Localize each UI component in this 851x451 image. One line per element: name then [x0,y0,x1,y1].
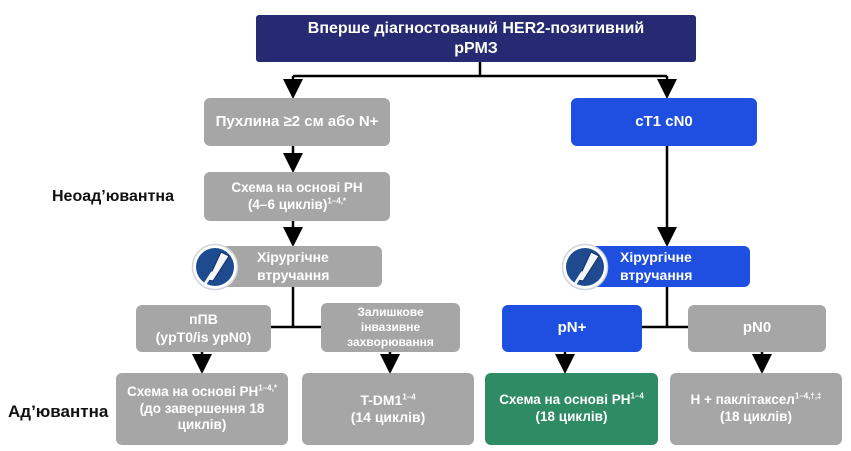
pcr-line2: (ypT0/is ypN0) [155,328,252,345]
pcr-box: пПВ (ypT0/is ypN0) [136,305,271,352]
pn-positive-box: pN+ [502,305,642,352]
pn0-scheme-line1-wrap: H + паклітаксел1–4,†,‡ [690,392,821,409]
scalpel-icon [561,243,609,291]
tumor-text: Пухлина ≥2 см або N+ [215,112,379,130]
neoadjuvant-scheme-sup: 1–4,* [327,196,347,205]
tdm1-text: T-DM1 [360,391,403,408]
side-label-neoadjuvant: Неоад’ювантна [52,188,174,205]
tdm1-box: T-DM11–4 (14 циклів) [302,373,474,445]
neoadjuvant-scheme-line1: Схема на основі PH [231,179,363,195]
pn-positive-scheme-box: Схема на основі PH1–4 (18 циклів) [485,373,658,445]
residual-disease-box: Залишкове інвазивне захворювання [321,303,460,352]
stage-box: cT1 cN0 [571,98,757,146]
adjuvant-scheme-left-line1: Схема на основі PH [127,383,259,399]
pn0-scheme-line1: H + паклітаксел [690,392,795,408]
title-box: Вперше діагностований HER2-позитивний рР… [256,15,696,62]
right-surgery-box: Хірургічне втручання [582,246,750,287]
tdm1-line2: (14 циклів) [350,409,426,425]
pn0-scheme-sup: 1–4,†,‡ [794,391,822,401]
pn-positive-scheme-line2: (18 циклів) [535,409,608,424]
left-surgery-box: Хірургічне втручання [220,246,382,287]
adjuvant-scheme-left-line2: (до завершення 18 циклів) [139,400,265,433]
neoadjuvant-scheme-line2: (4–6 циклів) [247,196,328,212]
residual-disease-text: Залишкове інвазивне захворювання [347,305,434,349]
pn0-scheme-box: H + паклітаксел1–4,†,‡ (18 циклів) [670,373,842,445]
stage-text: cT1 cN0 [635,112,693,130]
pn0-scheme-line2: (18 циклів) [720,409,792,424]
neoadjuvant-scheme-box: Схема на основі PH (4–6 циклів)1–4,* [204,172,390,221]
pn-positive-scheme-sup: 1–4 [630,391,644,401]
right-surgery-text: Хірургічне втручання [620,249,693,283]
scalpel-icon [191,243,239,291]
pn-positive-scheme-line1: Схема на основі PH [499,392,631,408]
pn0-text: pN0 [742,319,772,337]
pn-positive-scheme-line1-wrap: Схема на основі PH1–4 [499,392,644,409]
adjuvant-scheme-left-line1-wrap: Схема на основі PH1–4,* [127,384,277,401]
title-text: Вперше діагностований HER2-позитивний рР… [307,19,645,57]
left-surgery-text: Хірургічне втручання [257,249,330,283]
adjuvant-scheme-left-box: Схема на основі PH1–4,* (до завершення 1… [116,373,288,445]
pn-positive-text: pN+ [557,319,587,337]
tumor-box: Пухлина ≥2 см або N+ [204,98,390,146]
adjuvant-scheme-left-sup: 1–4,* [258,383,277,393]
tdm1-line1-wrap: T-DM11–4 [360,392,415,410]
pn0-box: pN0 [688,305,826,352]
side-label-adjuvant: Ад’ювантна [8,402,109,421]
neoadjuvant-scheme-line2-wrap: (4–6 циклів)1–4,* [248,197,346,214]
tdm1-sup: 1–4 [402,391,416,401]
pcr-line1: пПВ [189,311,218,327]
